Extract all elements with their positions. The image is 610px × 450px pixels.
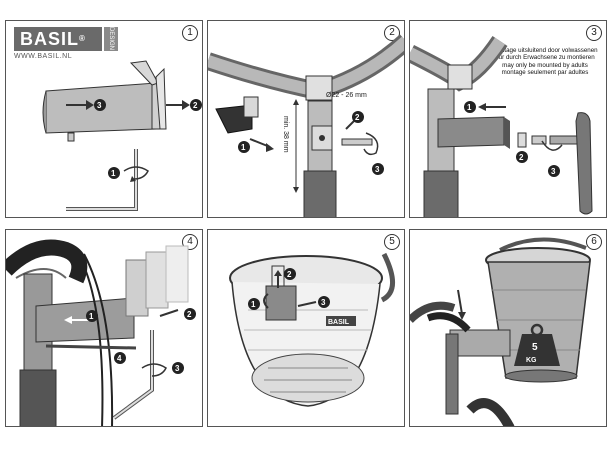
logo-url: WWW.BASIL.NL <box>14 53 73 60</box>
step-1-panel: BASIL® DESIGN WWW.BASIL.NL 1 3 2 1 <box>5 20 203 218</box>
basket-brand-label: BASIL <box>328 319 350 326</box>
logo-tagline: DESIGN <box>104 27 118 51</box>
svg-text:1: 1 <box>111 169 116 178</box>
svg-text:2: 2 <box>355 113 360 122</box>
step-number: 6 <box>586 234 602 250</box>
step-1-illustration: 3 2 1 <box>42 60 202 211</box>
step-2-panel: 2 1 min. 38 mm Ø22 - 26 mm 2 3 <box>207 20 405 218</box>
svg-text:1: 1 <box>89 312 94 321</box>
weight-unit: KG <box>526 357 537 364</box>
callout-3-icon <box>94 99 106 111</box>
svg-text:3: 3 <box>375 165 380 174</box>
step-5-illustration: BASIL 2 1 3 <box>229 252 395 407</box>
svg-text:2: 2 <box>287 270 292 279</box>
svg-text:1: 1 <box>241 143 246 152</box>
warning-line-en: may only be mounted by adults <box>502 61 588 69</box>
weight-value: 5 <box>532 342 538 353</box>
warning-line-nl: montage uitsluitend door volwassenen <box>492 47 598 54</box>
svg-text:3: 3 <box>321 298 326 307</box>
step-number: 1 <box>182 25 198 41</box>
warning-line-de: nur durch Erwachsene zu montieren <box>495 54 595 62</box>
adult-mounting-warning: montage uitsluitend door volwassenen nur… <box>490 47 600 77</box>
svg-text:4: 4 <box>117 354 122 363</box>
svg-text:3: 3 <box>175 364 180 373</box>
step-4-panel: 4 1 2 4 3 <box>5 229 203 427</box>
svg-text:3: 3 <box>551 167 556 176</box>
diameter-label: Ø22 - 26 mm <box>326 92 367 99</box>
basil-logo: BASIL® DESIGN WWW.BASIL.NL <box>14 27 120 67</box>
step-number: 5 <box>384 234 400 250</box>
step-number: 2 <box>384 25 400 41</box>
step-3-panel: 3 montage uitsluitend door volwassenen n… <box>409 20 607 218</box>
svg-text:3: 3 <box>97 101 102 110</box>
step-2-illustration: 1 min. 38 mm Ø22 - 26 mm 2 3 <box>208 34 404 217</box>
step-6-illustration: 5 KG <box>410 237 591 426</box>
svg-text:2: 2 <box>193 101 198 110</box>
svg-text:2: 2 <box>187 310 192 319</box>
logo-reg-mark: ® <box>79 34 86 43</box>
length-label: min. 38 mm <box>282 116 289 153</box>
warning-line-fr: montage seulement par adultes <box>501 69 589 77</box>
step-6-panel: 6 5 KG <box>409 229 607 427</box>
svg-text:1: 1 <box>467 103 472 112</box>
svg-text:2: 2 <box>519 153 524 162</box>
svg-text:1: 1 <box>251 300 256 309</box>
logo-brand: BASIL <box>20 29 79 49</box>
step-5-panel: 5 BASIL 2 1 3 <box>207 229 405 427</box>
step-4-illustration: 1 2 4 3 <box>6 239 196 426</box>
step-number: 3 <box>586 25 602 41</box>
step-3-illustration: 1 2 3 <box>410 35 593 217</box>
